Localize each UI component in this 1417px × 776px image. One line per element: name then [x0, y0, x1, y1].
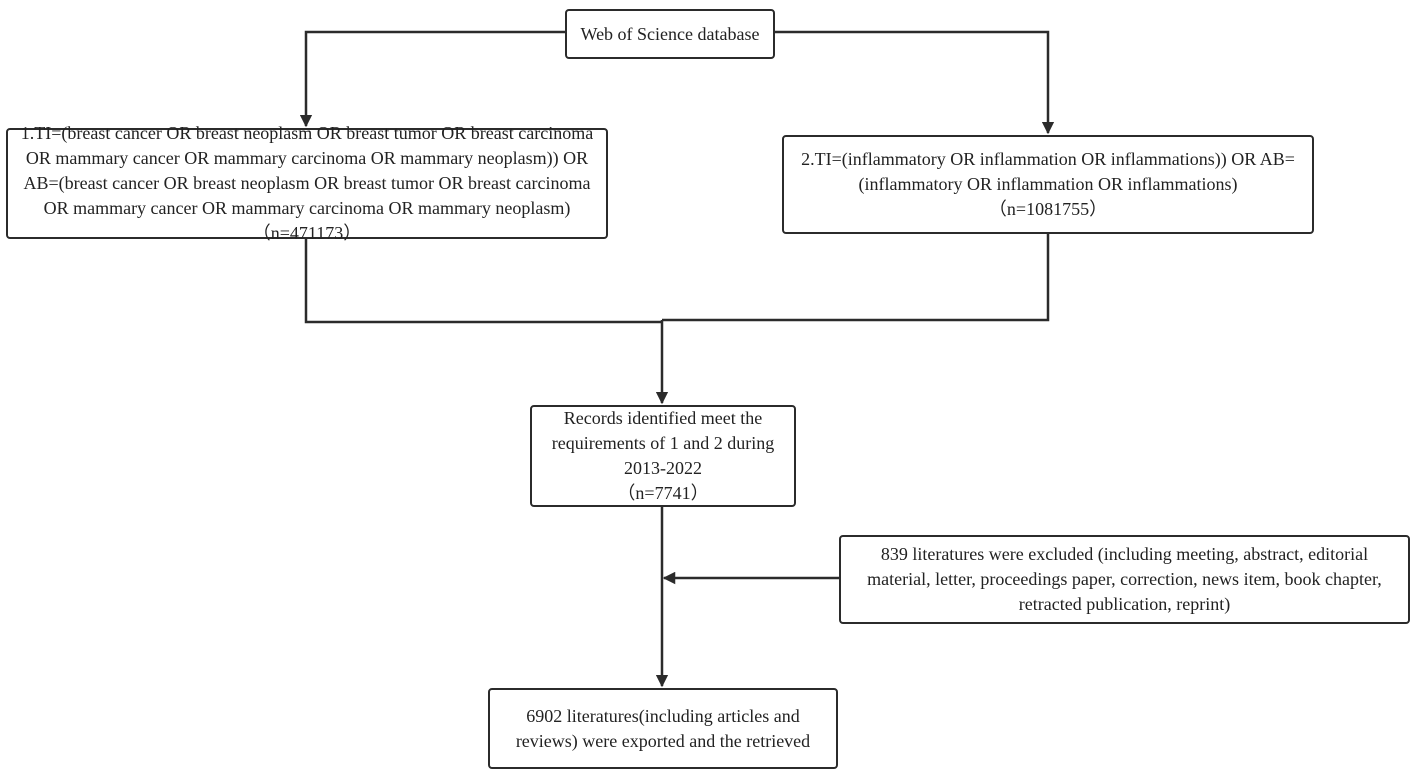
combined-records-box: Records identified meet the requirements…: [530, 405, 796, 507]
query2-line: (inflammatory OR inflammation OR inflamm…: [858, 174, 1238, 194]
excluded-line: material, letter, proceedings paper, cor…: [867, 569, 1382, 589]
combined-line: 2013-2022: [624, 458, 702, 478]
combined-count: （n=7741）: [617, 483, 709, 503]
source-label: Web of Science database: [580, 23, 760, 44]
query1-box: 1.TI=(breast cancer OR breast neoplasm O…: [6, 123, 608, 243]
combined-line: Records identified meet the: [563, 408, 763, 428]
arrow-source-to-query2: [775, 30, 1055, 135]
excluded-line: 839 literatures were excluded (including…: [880, 544, 1369, 564]
query1-line: OR mammary cancer OR mammary carcinoma O…: [25, 148, 589, 168]
query2-line: 2.TI=(inflammatory OR inflammation OR in…: [801, 149, 1295, 169]
excluded-line: retracted publication, reprint): [1018, 594, 1231, 614]
query1-line: AB=(breast cancer OR breast neoplasm OR …: [23, 173, 591, 193]
query1-line: OR mammary cancer OR mammary carcinoma O…: [43, 198, 571, 218]
arrow-source-to-query1: [299, 30, 565, 128]
combined-line: requirements of 1 and 2 during: [551, 433, 775, 453]
final-line: reviews) were exported and the retrieved: [515, 730, 811, 751]
final-line: 6902 literatures(including articles and: [526, 705, 800, 726]
excluded-box: 839 literatures were excluded (including…: [839, 535, 1410, 624]
connector-query2-merge: [662, 234, 1050, 322]
query1-count: （n=471173）: [252, 223, 362, 243]
query1-line: 1.TI=(breast cancer OR breast neoplasm O…: [20, 123, 594, 143]
connector-query1-merge: [304, 239, 662, 324]
query2-count: （n=1081755）: [988, 199, 1108, 219]
source-box: Web of Science database: [565, 9, 775, 59]
query2-box: 2.TI=(inflammatory OR inflammation OR in…: [782, 135, 1314, 234]
final-box: 6902 literatures(including articles and …: [488, 688, 838, 769]
